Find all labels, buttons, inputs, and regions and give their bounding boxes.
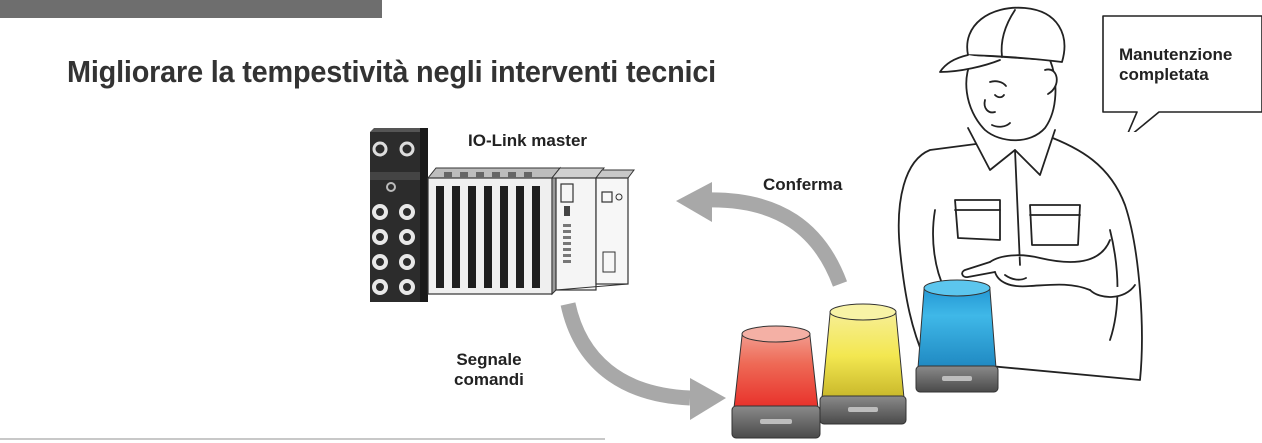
signal-tower-lamp-icon	[731, 279, 999, 439]
speech-line2: completata	[1119, 65, 1209, 84]
signal-label-line1: Segnale	[456, 350, 522, 369]
speech-bubble: Manutenzione completata	[1099, 12, 1262, 132]
signal-commands-label: Segnale comandi	[454, 350, 524, 390]
header-bar	[0, 0, 382, 18]
divider	[0, 438, 605, 440]
io-link-master-label: IO-Link master	[468, 131, 588, 150]
curved-arrow-icon	[676, 182, 848, 287]
page-title: Migliorare la tempestività negli interve…	[67, 54, 716, 89]
curved-arrow-icon	[560, 302, 726, 420]
signal-label-line2: comandi	[454, 370, 524, 389]
speech-line1: Manutenzione	[1119, 45, 1233, 64]
io-link-master-device-icon	[370, 128, 635, 302]
confirm-label: Conferma	[763, 175, 843, 194]
